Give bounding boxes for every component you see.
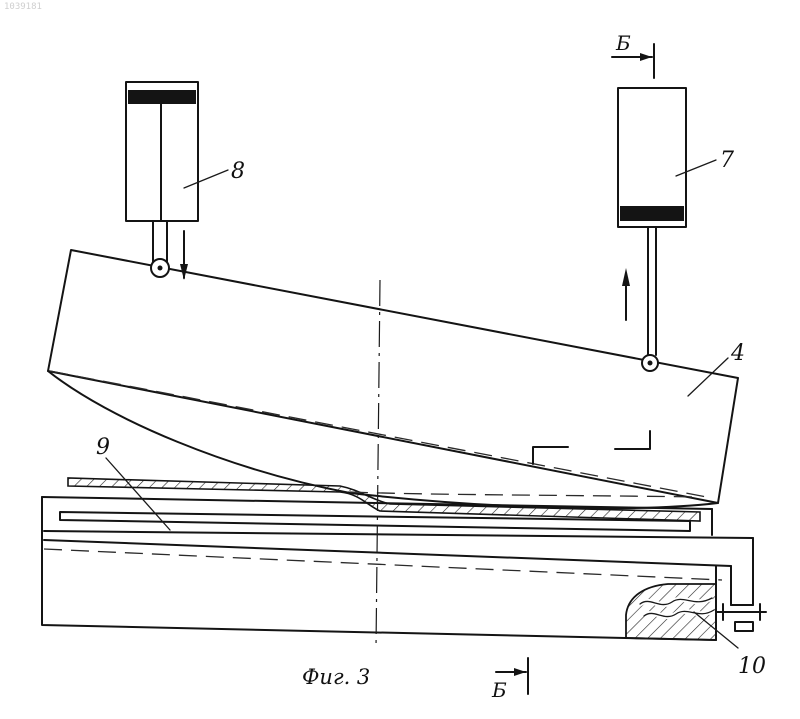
cylinder-right [618,88,686,371]
svg-text:4: 4 [730,341,745,366]
figure-caption: Фиг. 3 [302,665,370,689]
section-letter-bottom: Б [491,678,507,702]
svg-text:9: 9 [96,435,110,460]
svg-text:8: 8 [231,159,245,184]
section-letter-top: Б [615,31,631,55]
svg-text:10: 10 [738,654,766,679]
patent-number: 1039181 [4,2,42,12]
section-mark-top: Б [612,31,654,78]
sheet-plate [60,478,700,531]
seal-element [626,584,766,640]
cylinder-left [126,82,198,280]
svg-text:7: 7 [720,148,734,173]
section-mark-bottom: Б [491,658,528,702]
beam [48,250,738,508]
